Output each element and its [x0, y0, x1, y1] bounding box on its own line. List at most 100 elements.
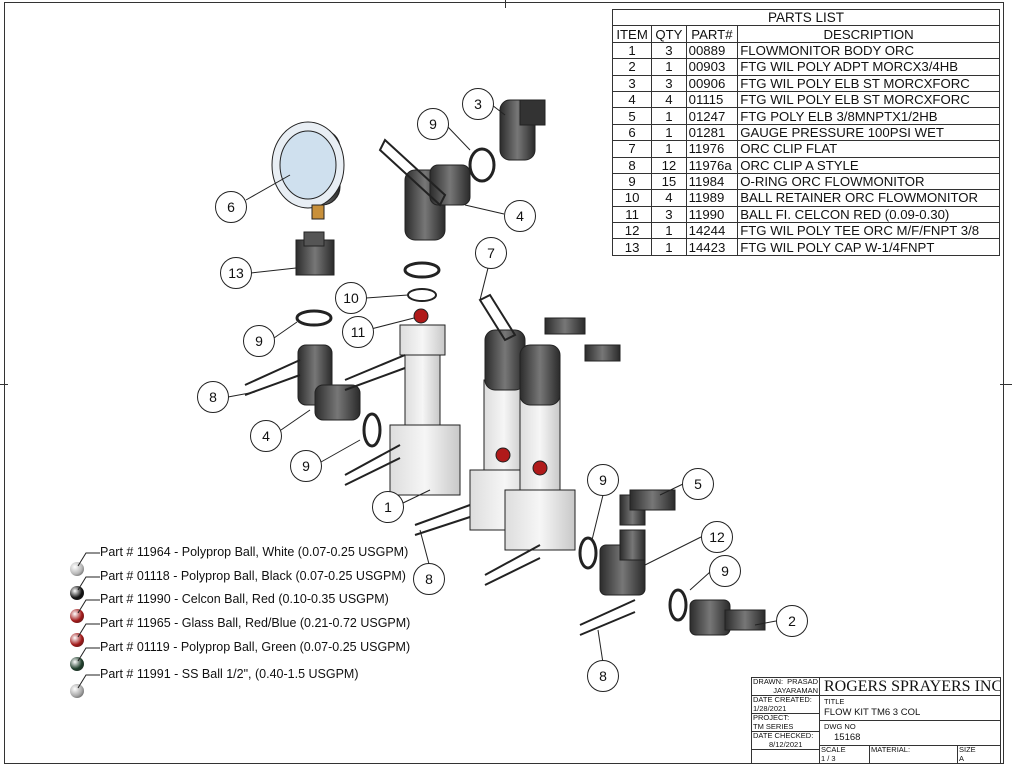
- ball-swatch: [70, 684, 84, 698]
- orc-clips: [244, 138, 636, 636]
- item-number: 5: [611, 107, 653, 125]
- item-number: 8: [611, 156, 653, 174]
- header-description: DESCRIPTION: [737, 25, 1000, 43]
- item-number: 10: [611, 189, 653, 207]
- description: FTG POLY ELB 3/8MNPTX1/2HB: [737, 107, 1000, 125]
- drawn-by: PRASAD: [787, 678, 818, 686]
- parts-list-title: PARTS LIST: [612, 8, 1000, 27]
- flowmonitor-body: [389, 324, 461, 496]
- quantity: 1: [651, 238, 687, 256]
- description: ORC CLIP FLAT: [737, 140, 1000, 158]
- ball-swatch: [70, 633, 84, 647]
- ball-legend-label: Part # 11991 - SS Ball 1/2", (0.40-1.5 U…: [100, 667, 359, 681]
- part-number: 14423: [685, 238, 739, 256]
- date-checked-label: DATE CHECKED:: [753, 732, 814, 740]
- sheet-border: [4, 2, 1004, 764]
- description: FTG WIL POLY CAP W-1/4FNPT: [737, 238, 1000, 256]
- balloon-item-2: 2: [776, 605, 808, 637]
- part-number: 11990: [685, 205, 739, 224]
- o-ring: [295, 309, 333, 327]
- ball-swatch: [70, 657, 84, 671]
- ball-leader-line: [77, 576, 100, 591]
- balloon-item-4: 4: [250, 420, 282, 452]
- pressure-gauge: [271, 121, 345, 220]
- ball-swatch: [70, 586, 84, 600]
- part-number: 00903: [685, 58, 739, 76]
- dwg-no: 15168: [834, 731, 861, 743]
- quantity: 3: [651, 74, 687, 92]
- balloon-item-9: 9: [709, 555, 741, 587]
- material-label: MATERIAL:: [871, 746, 911, 754]
- description: BALL FI. CELCON RED (0.09-0.30): [737, 205, 1000, 224]
- project-label: PROJECT:: [753, 714, 790, 722]
- quantity: 15: [651, 172, 687, 191]
- o-ring: [403, 261, 441, 279]
- material-cell: MATERIAL:: [870, 746, 958, 763]
- header-qty: QTY: [651, 25, 687, 43]
- description: FTG WIL POLY ADPT MORCX3/4HB: [737, 58, 1000, 76]
- balloon-item-10: 10: [335, 282, 367, 314]
- header-item: ITEM: [611, 25, 653, 43]
- description: FTG WIL POLY ELB ST MORCXFORC: [737, 90, 1000, 109]
- balloon-item-13: 13: [220, 257, 252, 289]
- balloon-item-9: 9: [587, 464, 619, 496]
- part-number: 01281: [685, 123, 739, 142]
- header-part: PART#: [685, 25, 739, 43]
- part-number: 01247: [685, 107, 739, 125]
- o-ring: [578, 536, 598, 570]
- description: O-RING ORC FLOWMONITOR: [737, 172, 1000, 191]
- quantity: 1: [651, 58, 687, 76]
- drawn-cell: DRAWN:PRASAD JAYARAMAN: [752, 678, 820, 696]
- balloon-item-5: 5: [682, 468, 714, 500]
- item-number: 6: [611, 123, 653, 142]
- balloon-item-4: 4: [504, 200, 536, 232]
- description: BALL RETAINER ORC FLOWMONITOR: [737, 189, 1000, 207]
- drawing-title: FLOW KIT TM6 3 COL: [824, 706, 921, 718]
- balloon-item-9: 9: [417, 108, 449, 140]
- project-cell: PROJECT:TM SERIES: [752, 714, 820, 732]
- ball-swatch: [70, 609, 84, 623]
- leader-lines: [227, 104, 777, 664]
- center-mark-right: [1000, 384, 1012, 385]
- balloon-item-6: 6: [215, 191, 247, 223]
- balloon-item-8: 8: [413, 563, 445, 595]
- tee-fitting: [599, 529, 646, 596]
- description: ORC CLIP A STYLE: [737, 156, 1000, 174]
- center-mark-top: [505, 0, 506, 8]
- quantity: 3: [651, 41, 687, 60]
- description: FTG WIL POLY TEE ORC M/F/FNPT 3/8: [737, 222, 1000, 240]
- size: A: [959, 753, 965, 763]
- quantity: 1: [651, 140, 687, 158]
- balloon-item-9: 9: [290, 450, 322, 482]
- cap-fitting: [295, 231, 335, 276]
- item-number: 11: [611, 205, 653, 224]
- description: FLOWMONITOR BODY ORC: [737, 41, 1000, 60]
- item-number: 3: [611, 74, 653, 92]
- drawn-row: DRAWN:PRASAD: [753, 678, 818, 687]
- date-created: 1/28/2021: [753, 703, 787, 713]
- balloon-item-11: 11: [342, 316, 374, 348]
- part-number: 11989: [685, 189, 739, 207]
- project: TM SERIES: [753, 721, 794, 731]
- ball-legend-label: Part # 11965 - Glass Ball, Red/Blue (0.2…: [100, 616, 411, 630]
- balloon-item-7: 7: [475, 237, 507, 269]
- ball-legend-label: Part # 01118 - Polyprop Ball, Black (0.0…: [100, 569, 406, 583]
- elbow-fitting-3: [499, 99, 546, 161]
- scale-label: SCALE: [821, 746, 846, 754]
- date-checked: 8/12/2021: [769, 739, 803, 749]
- balloon-item-12: 12: [701, 521, 733, 553]
- red-ball: [413, 308, 429, 324]
